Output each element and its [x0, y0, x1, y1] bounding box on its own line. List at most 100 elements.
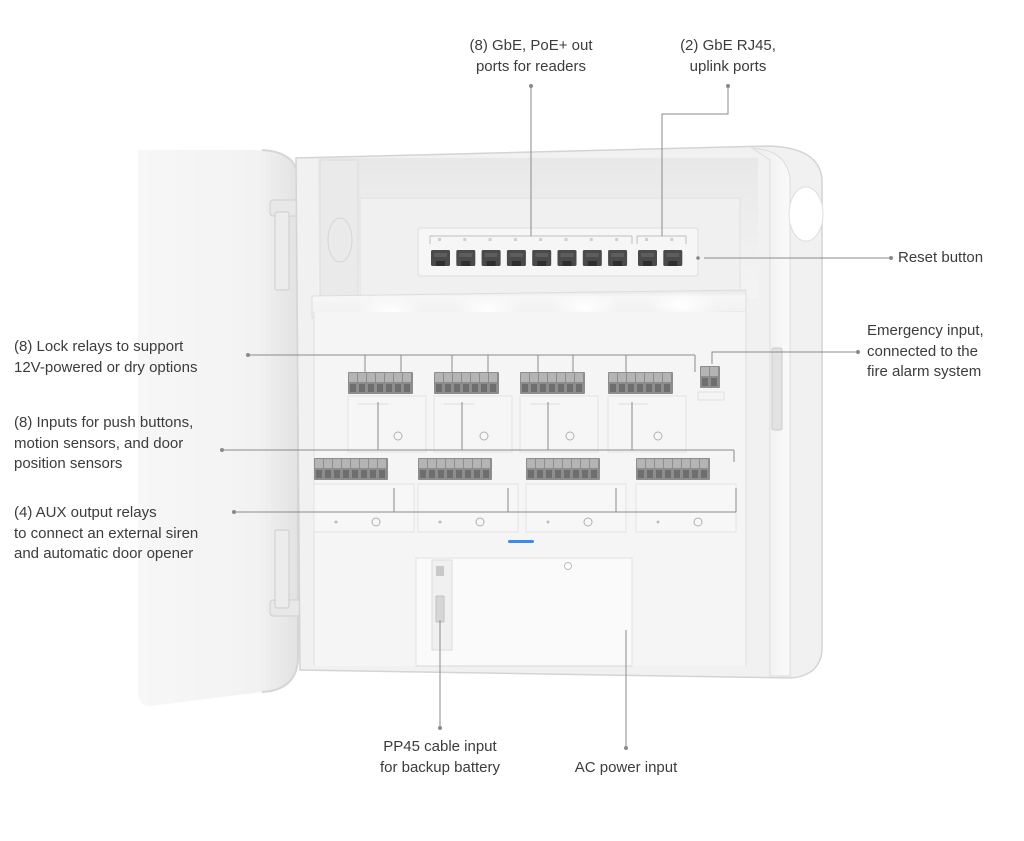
terminal-screw-slot [548, 373, 556, 382]
terminal-screw-slot [462, 373, 470, 382]
terminal-wire-slot [447, 470, 453, 478]
leader-pp45-input-dot [438, 726, 442, 730]
terminal-wire-slot [549, 384, 555, 392]
rj45-port-latch [668, 261, 678, 266]
callout-text: fire alarm system [867, 363, 982, 380]
leader-reset-button-dot [889, 256, 893, 260]
module-latch-icon [653, 431, 663, 441]
terminal-screw-slot [539, 373, 547, 382]
rj45-port-contacts [509, 253, 523, 257]
terminal-wire-slot [522, 384, 528, 392]
module-indicator [546, 520, 550, 524]
terminal-wire-slot [472, 384, 478, 392]
terminal-wire-slot [420, 470, 426, 478]
rj45-port-latch [537, 261, 547, 266]
terminal-screw-slot [572, 459, 580, 468]
terminal-wire-slot [555, 470, 561, 478]
callout-text: connected to the [867, 342, 978, 360]
rj45-port-latch [587, 261, 597, 266]
terminal-wire-slot [377, 384, 383, 392]
uplink-port [663, 250, 683, 266]
port-led [589, 238, 593, 241]
rj45-port-contacts [611, 253, 625, 257]
terminal-screw-slot [333, 459, 341, 468]
callout-emergency-input: Emergency input, connected to the fire a… [867, 321, 984, 383]
terminal-screw-slot [554, 459, 562, 468]
terminal-wire-slot [436, 384, 442, 392]
module-panel [607, 395, 687, 453]
port-led [539, 238, 543, 241]
terminal-screw-slot [700, 459, 708, 468]
terminal-wire-slot [638, 470, 644, 478]
terminal-wire-slot [483, 470, 489, 478]
terminal-screw-slot [324, 459, 332, 468]
callout-text: Reset button [898, 249, 984, 266]
rj45-port-contacts [459, 253, 473, 257]
rj45-port-contacts [535, 253, 549, 257]
module-panel [433, 395, 513, 453]
terminal-wire-slot [465, 470, 471, 478]
callout-text: position sensors [14, 455, 123, 472]
module-latch-icon [565, 431, 575, 441]
terminal-screw-slot [701, 367, 709, 376]
leader-inputs-dot [220, 448, 224, 452]
callout-text: to connect an external siren [14, 524, 199, 542]
lock-relay-terminal [348, 372, 413, 394]
aux-relay-module [313, 483, 415, 533]
terminal-wire-slot [619, 384, 625, 392]
terminal-screw-slot [710, 367, 718, 376]
poe-port-row [431, 238, 628, 266]
reset-button-hole [696, 256, 700, 260]
terminal-screw-slot [403, 373, 411, 382]
terminal-screw-slot [627, 373, 635, 382]
callout-text: (8) Inputs for push buttons, [14, 414, 194, 431]
terminal-screw-slot [385, 373, 393, 382]
terminal-wire-slot [368, 384, 374, 392]
callout-text: Emergency input, [867, 322, 984, 339]
terminal-screw-slot [464, 459, 472, 468]
terminal-wire-slot [692, 470, 698, 478]
emergency-input-housing [697, 391, 725, 401]
terminal-wire-slot [567, 384, 573, 392]
terminal-screw-slot [521, 373, 529, 382]
callout-reset-button: Reset button [898, 248, 983, 269]
terminal-wire-slot [361, 470, 367, 478]
lock-relay-module [607, 395, 687, 453]
terminal-screw-slot [446, 459, 454, 468]
terminal-screw-slot [663, 373, 671, 382]
lock-relay-terminal [608, 372, 673, 394]
input-terminal [314, 458, 388, 480]
terminal-screw-slot [342, 459, 350, 468]
port-led [564, 238, 568, 241]
poe-port [532, 250, 552, 266]
terminal-wire-slot [474, 470, 480, 478]
module-indicator [438, 520, 442, 524]
callout-text: (8) Lock relays to support [14, 338, 184, 355]
poe-port [608, 250, 628, 266]
callout-text: ports for readers [475, 57, 587, 75]
terminal-screw-slot [575, 373, 583, 382]
callout-text: for backup battery [379, 758, 501, 776]
terminal-screw-slot [453, 373, 461, 382]
poe-port [456, 250, 476, 266]
port-led [463, 238, 467, 241]
terminal-wire-slot [656, 470, 662, 478]
terminal-wire-slot [558, 384, 564, 392]
terminal-screw-slot [480, 373, 488, 382]
rj45-port-contacts [666, 253, 680, 257]
terminal-wire-slot [528, 470, 534, 478]
terminal-wire-slot [445, 384, 451, 392]
callout-text: PP45 cable input [383, 738, 497, 755]
terminal-screw-slot [609, 373, 617, 382]
callout-poe-ports: (8) GbE, PoE+ out ports for readers [450, 36, 612, 77]
poe-port [506, 250, 526, 266]
module-indicator [334, 520, 338, 524]
terminal-wire-slot [683, 470, 689, 478]
terminal-wire-slot [647, 470, 653, 478]
callout-text: uplink ports [689, 57, 767, 75]
terminal-wire-slot [454, 384, 460, 392]
terminal-screw-slot [369, 459, 377, 468]
module-indicator [656, 520, 660, 524]
